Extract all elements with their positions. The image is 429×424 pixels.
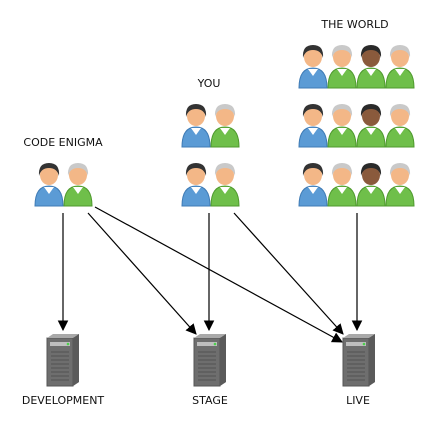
person-icon (298, 103, 328, 148)
group-you: YOU (181, 77, 240, 207)
person-icon (181, 162, 211, 207)
person-icon (327, 103, 357, 148)
group-label-code-enigma: CODE ENIGMA (23, 136, 103, 149)
server-stage: STAGE (192, 333, 228, 407)
server-icon (193, 333, 227, 387)
server-icon (46, 333, 80, 387)
person-icon (298, 44, 328, 89)
group-code-enigma: CODE ENIGMA (23, 136, 103, 207)
person-icon (385, 162, 415, 207)
person-icon (34, 162, 64, 207)
group-label-you: YOU (197, 77, 221, 90)
arrow-you-to-live (233, 212, 344, 335)
server-icon (342, 333, 376, 387)
arrows (57, 206, 363, 343)
server-live: LIVE (342, 333, 376, 407)
server-label-stage: STAGE (192, 394, 228, 407)
person-icon (356, 162, 386, 207)
server-label-live: LIVE (346, 394, 370, 407)
person-icon (356, 44, 386, 89)
person-icon (327, 162, 357, 207)
arrow-code-enigma-to-live (94, 206, 343, 343)
arrow-code-enigma-to-stage (87, 212, 197, 335)
person-icon (356, 103, 386, 148)
server-development: DEVELOPMENT (22, 333, 105, 407)
person-icon (210, 162, 240, 207)
group-label-the-world: THE WORLD (320, 18, 388, 31)
person-icon (210, 103, 240, 148)
person-icon (385, 103, 415, 148)
person-icon (181, 103, 211, 148)
group-the-world: THE WORLD (298, 18, 415, 207)
server-label-development: DEVELOPMENT (22, 394, 105, 407)
person-icon (385, 44, 415, 89)
person-icon (298, 162, 328, 207)
person-icon (63, 162, 93, 207)
person-icon (327, 44, 357, 89)
